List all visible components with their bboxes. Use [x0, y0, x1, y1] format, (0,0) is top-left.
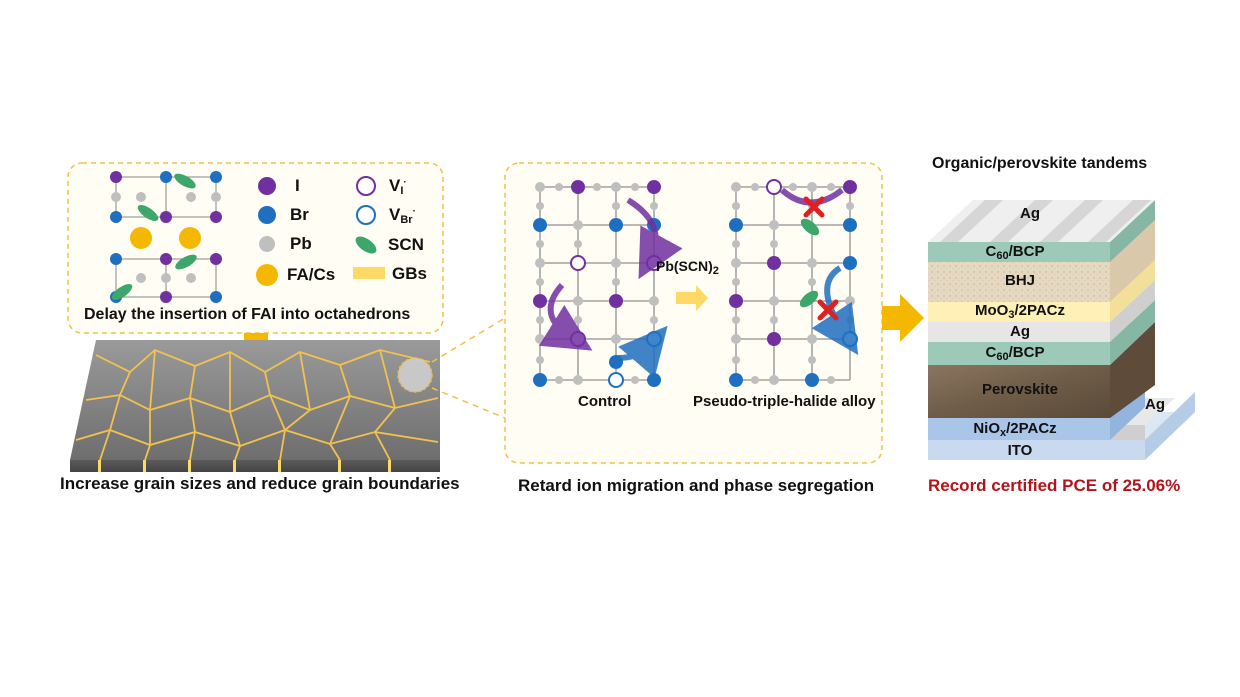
legend-vi-circle	[356, 176, 376, 196]
legend-gb-label: GBs	[392, 264, 427, 283]
crystal-lattice-schematic	[110, 171, 222, 303]
layer-c60-top: C60/BCP	[985, 243, 1045, 262]
legend-vbr-label: VBr·	[389, 205, 416, 226]
right-arrow	[882, 294, 924, 342]
layer-ag-mid: Ag	[1010, 323, 1030, 340]
zoom-connector	[431, 317, 506, 419]
control-lattice	[533, 180, 683, 388]
legend-gb-bar	[353, 267, 385, 279]
pce-result: Record certified PCE of 25.06%	[928, 476, 1181, 495]
legend-iodide-dot	[258, 177, 276, 195]
layer-ito: ITO	[1007, 442, 1033, 459]
legend-lead-label: Pb	[290, 234, 312, 253]
legend-scn-label: SCN	[388, 235, 424, 254]
alloy-lattice	[729, 179, 859, 387]
tandem-title: Organic/perovskite tandems	[932, 155, 1148, 172]
layer-bhj: BHJ	[1004, 272, 1035, 289]
legend-vbr-circle	[356, 205, 376, 225]
blocked-x-icon-2	[817, 299, 839, 321]
additive-label: Pb(SCN)2	[656, 258, 719, 277]
middle-caption: Retard ion migration and phase segregati…	[518, 476, 875, 495]
layer-nio: NiOx/2PACz	[973, 420, 1057, 439]
control-label: Control	[578, 393, 632, 410]
legend-vi-label: VI·	[389, 176, 407, 197]
blocked-x-icon	[803, 196, 825, 218]
layer-ag-side: Ag	[1145, 396, 1165, 413]
legend-cation-dot	[256, 264, 278, 286]
layer-perovskite: Perovskite	[982, 381, 1058, 398]
additive-arrow	[676, 285, 708, 311]
legend-lead-dot	[259, 236, 275, 252]
legend-bromide-dot	[258, 206, 276, 224]
box-caption: Delay the insertion of FAI into octahedr…	[84, 306, 411, 323]
legend-bromide-label: Br	[290, 205, 309, 224]
alloy-label: Pseudo-triple-halide alloy	[693, 393, 876, 410]
tandem-device-stack	[928, 200, 1195, 460]
layer-c60-bottom: C60/BCP	[985, 344, 1045, 363]
legend-scn-ellipse	[355, 236, 377, 254]
grain-film	[70, 340, 440, 472]
layer-moo3: MoO3/2PACz	[974, 302, 1066, 321]
legend-cation-label: FA/Cs	[287, 265, 336, 284]
layer-ag-top: Ag	[1020, 205, 1040, 222]
film-caption: Increase grain sizes and reduce grain bo…	[60, 474, 460, 493]
legend-iodide-label: I	[295, 176, 300, 195]
